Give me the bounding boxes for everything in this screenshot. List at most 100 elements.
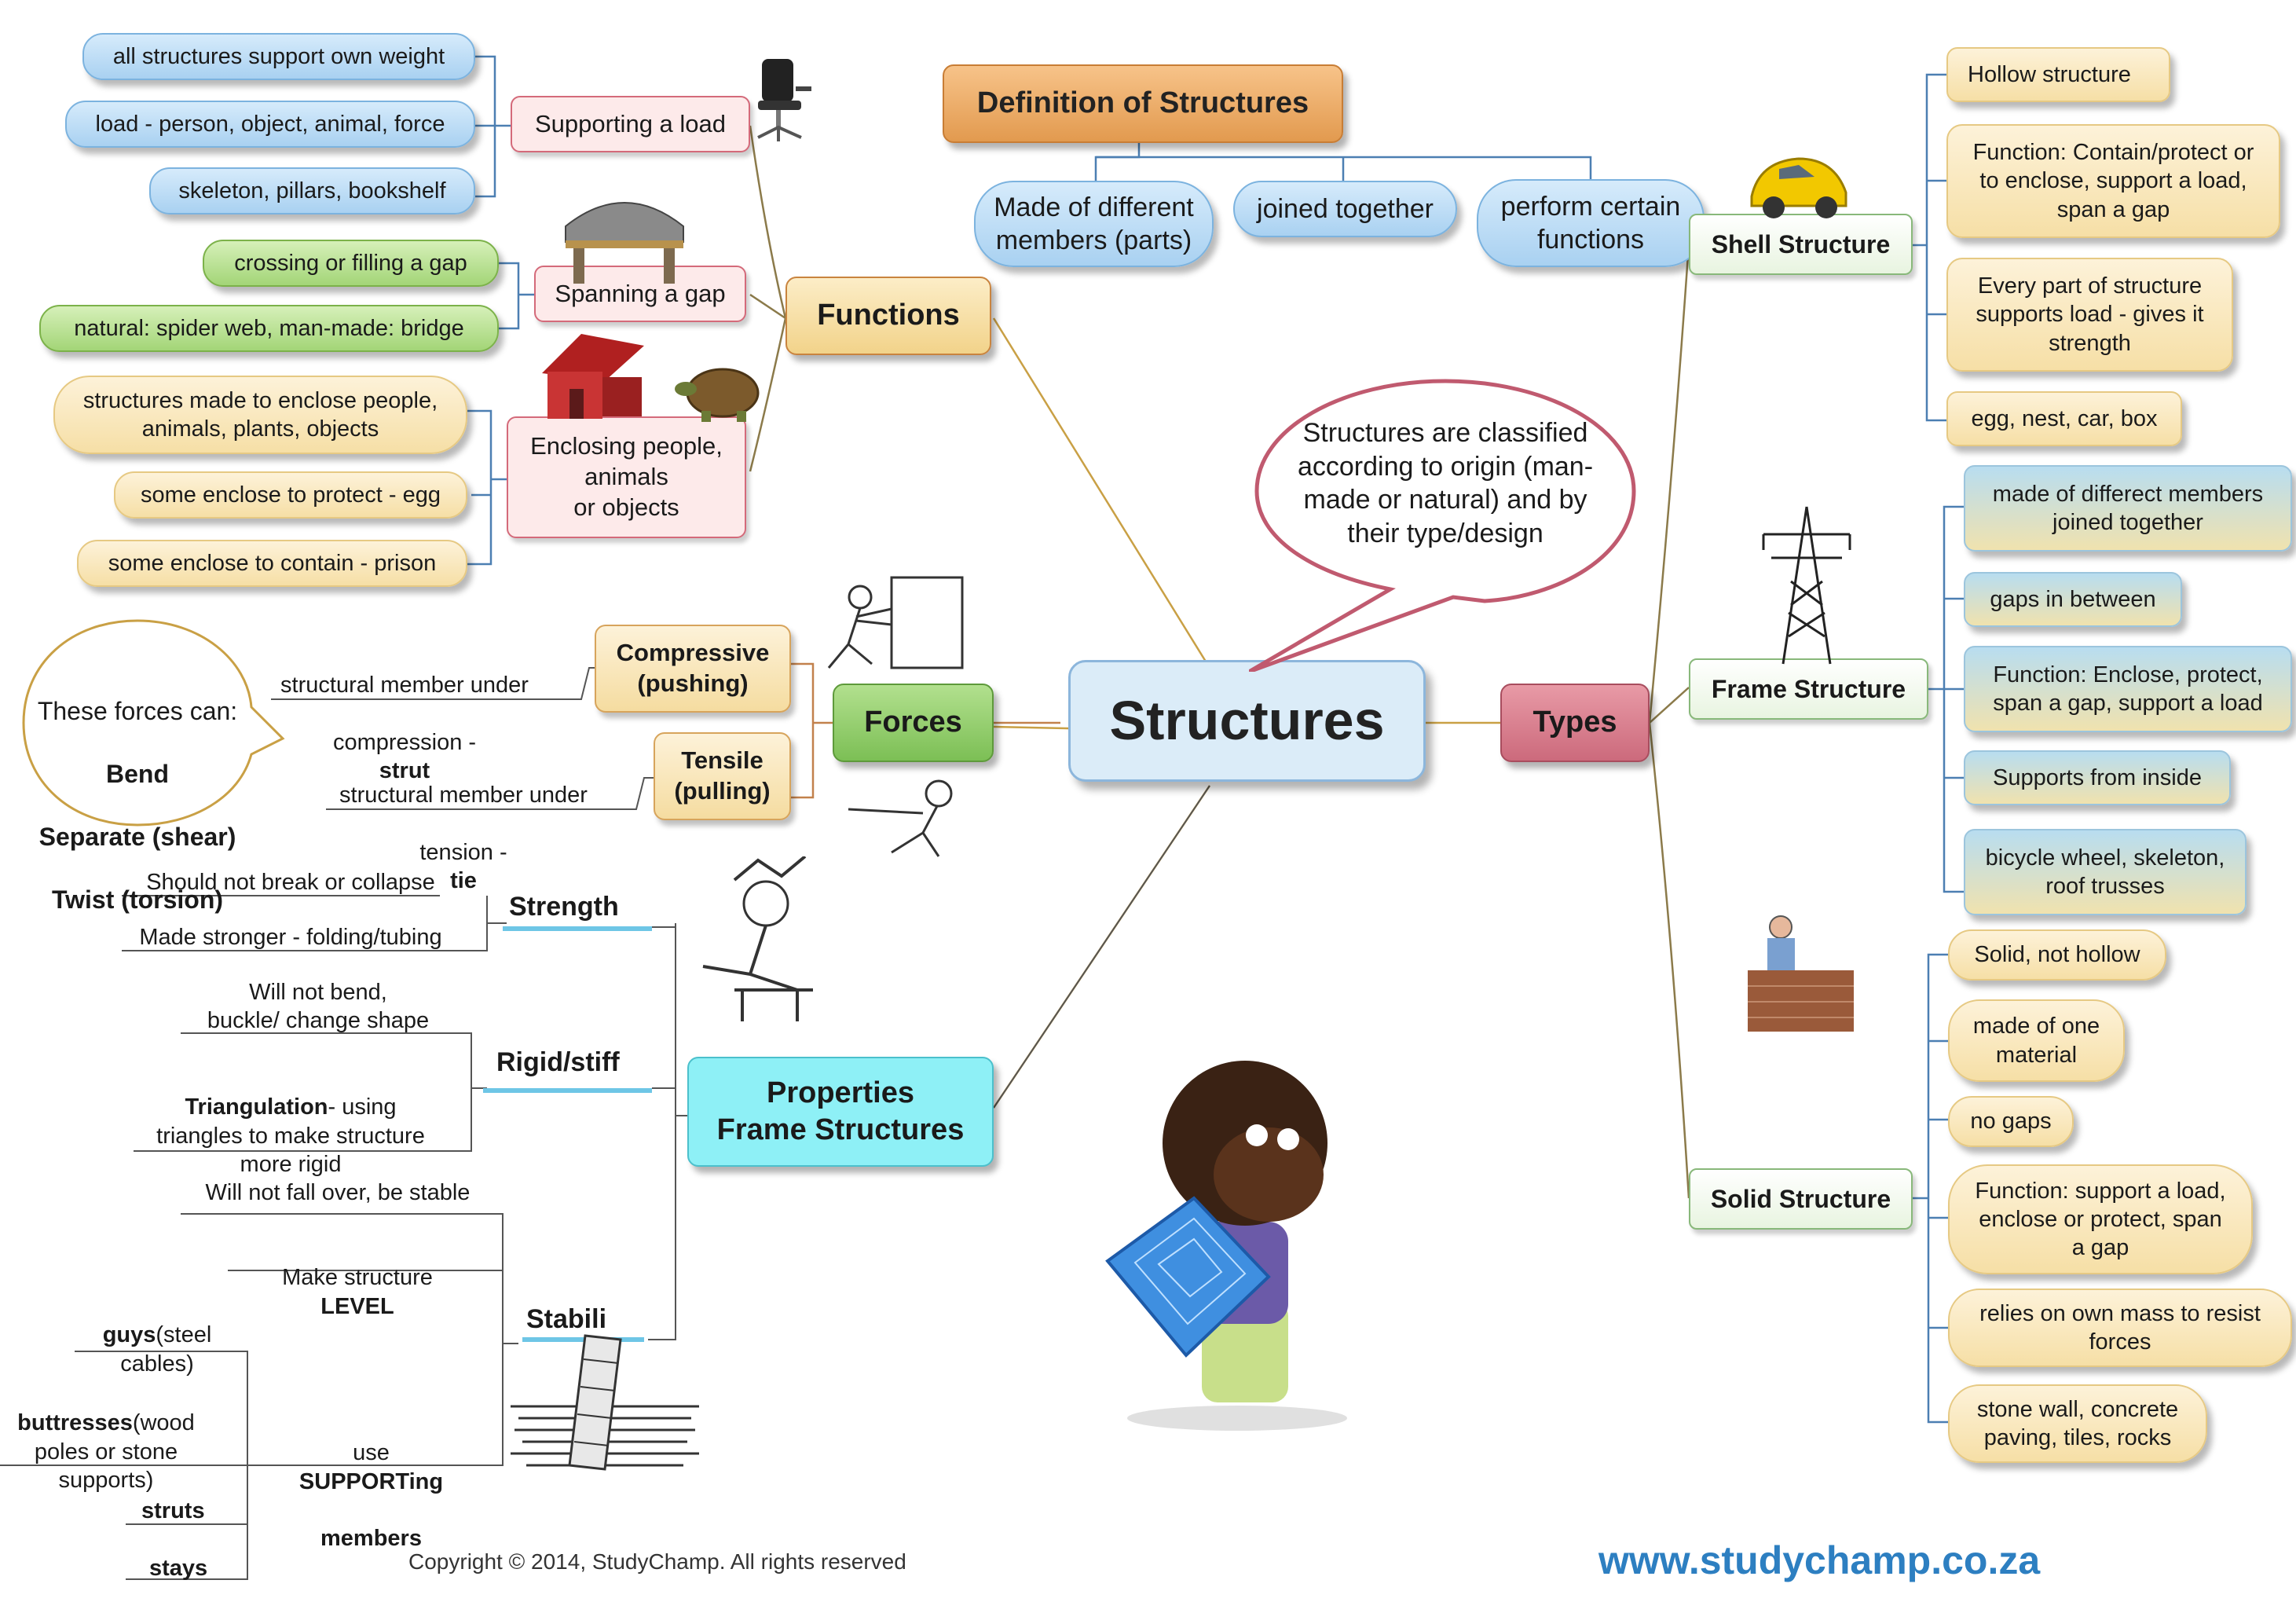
- definition-item-joined[interactable]: joined together: [1233, 181, 1457, 237]
- enclosing-item-1[interactable]: structures made to enclose people, anima…: [53, 376, 467, 454]
- guys-text: (steel cables): [120, 1322, 212, 1377]
- guys-item: guys(steel cables): [63, 1292, 251, 1378]
- website-link[interactable]: www.studychamp.co.za: [1598, 1538, 2041, 1582]
- frame-item-label: bicycle wheel, skeleton, roof trusses: [1985, 845, 2225, 899]
- tie-term: tie: [450, 868, 477, 893]
- supporting-load-node[interactable]: Supporting a load: [511, 96, 750, 152]
- supporting-text: use: [353, 1440, 390, 1466]
- shell-item-2[interactable]: Function: Contain/protect or to enclose,…: [1946, 124, 2280, 238]
- solid-item-5[interactable]: relies on own mass to resist forces: [1948, 1289, 2292, 1367]
- broken-chair-icon: [702, 856, 813, 1021]
- enclosing-item-3[interactable]: some enclose to contain - prison: [77, 540, 467, 587]
- solid-structure-node[interactable]: Solid Structure: [1689, 1168, 1913, 1230]
- solid-structure-label: Solid Structure: [1710, 1185, 1891, 1213]
- buttresses-term: buttresses: [17, 1410, 133, 1436]
- spanning-gap-label: Spanning a gap: [555, 279, 726, 307]
- shell-item-1[interactable]: Hollow structure: [1946, 47, 2170, 102]
- forces-label: Forces: [864, 706, 962, 739]
- enclosing-node[interactable]: Enclosing people, animals or objects: [507, 416, 746, 538]
- frame-item-5[interactable]: bicycle wheel, skeleton, roof trusses: [1964, 829, 2247, 915]
- supporting-item-label: skeleton, pillars, bookshelf: [178, 178, 446, 203]
- boy-with-blueprint-icon: [1105, 1061, 1347, 1431]
- shell-item-label: Hollow structure: [1968, 61, 2131, 87]
- supporting-item-3[interactable]: skeleton, pillars, bookshelf: [149, 167, 475, 214]
- forces-effects: These forces can: Bend Separate (shear) …: [24, 664, 251, 915]
- pushing-figure-icon: [827, 576, 964, 669]
- central-topic-label: Structures: [1109, 689, 1385, 751]
- tensile-node[interactable]: Tensile (pulling): [654, 732, 791, 820]
- frame-item-2[interactable]: gaps in between: [1964, 572, 2182, 627]
- shell-item-label: egg, nest, car, box: [1971, 405, 2158, 431]
- functions-label: Functions: [817, 299, 960, 332]
- solid-item-3[interactable]: no gaps: [1948, 1096, 2074, 1147]
- spanning-item-1[interactable]: crossing or filling a gap: [203, 240, 499, 287]
- definition-item-label: perform certain functions: [1500, 191, 1681, 255]
- frame-structure-node[interactable]: Frame Structure: [1689, 658, 1928, 720]
- properties-label: Properties Frame Structures: [716, 1076, 965, 1147]
- functions-node[interactable]: Functions: [785, 277, 991, 355]
- shell-structure-node[interactable]: Shell Structure: [1689, 214, 1913, 275]
- brick-wall-builder-icon: [1748, 915, 1854, 1032]
- frame-item-3[interactable]: Function: Enclose, protect, span a gap, …: [1964, 646, 2292, 732]
- frame-item-label: made of differect members joined togethe…: [1992, 481, 2264, 535]
- supporting-item-2[interactable]: load - person, object, animal, force: [65, 101, 475, 148]
- strength-label[interactable]: Strength: [509, 892, 619, 922]
- forces-effects-line: Bend: [106, 760, 169, 788]
- triangulation-term: Triangulation: [185, 1094, 328, 1120]
- types-node[interactable]: Types: [1500, 684, 1650, 762]
- guys-term: guys: [102, 1322, 156, 1348]
- definition-item-label: joined together: [1257, 193, 1434, 224]
- properties-node[interactable]: Properties Frame Structures: [687, 1057, 994, 1167]
- tensile-note-line: structural member under: [339, 783, 588, 808]
- solid-item-2[interactable]: made of one material: [1948, 999, 2125, 1082]
- supporting-item-1[interactable]: all structures support own weight: [82, 33, 475, 80]
- strut-term: strut: [379, 758, 430, 783]
- speech-bubble: [1249, 379, 1636, 672]
- stability-item-1: Will not fall over, be stable: [205, 1180, 471, 1205]
- definition-label: Definition of Structures: [976, 86, 1309, 120]
- leaning-tower-icon: [511, 1334, 699, 1471]
- definition-node[interactable]: Definition of Structures: [943, 64, 1343, 143]
- buttresses-text: (wood poles or stone supports): [34, 1410, 195, 1493]
- frame-item-4[interactable]: Supports from inside: [1964, 750, 2231, 805]
- tortoise-icon: [675, 368, 760, 422]
- forces-bubble: [22, 619, 285, 827]
- shell-item-label: Function: Contain/protect or to enclose,…: [1972, 140, 2254, 222]
- forces-effects-line: These forces can:: [37, 697, 238, 725]
- solid-item-6[interactable]: stone wall, concrete paving, tiles, rock…: [1948, 1384, 2207, 1463]
- enclosing-item-2[interactable]: some enclose to protect - egg: [114, 471, 467, 519]
- solid-item-4[interactable]: Function: support a load, enclose or pro…: [1948, 1164, 2253, 1274]
- supporting-term: SUPPORTing: [298, 1468, 444, 1494]
- solid-item-1[interactable]: Solid, not hollow: [1948, 929, 2166, 981]
- definition-item-functions[interactable]: perform certain functions: [1477, 179, 1705, 267]
- frame-item-1[interactable]: made of differect members joined togethe…: [1964, 465, 2292, 552]
- stability-item-2: Make structure LEVEL: [228, 1235, 487, 1321]
- shell-structure-label: Shell Structure: [1711, 230, 1891, 258]
- stability-label[interactable]: Stabili: [526, 1304, 607, 1334]
- buttresses-item: buttresses(wood poles or stone supports): [0, 1380, 212, 1494]
- house-icon: [542, 334, 644, 419]
- strength-item-1: Should not break or collapse: [146, 870, 435, 895]
- classification-note: Structures are classified according to o…: [1297, 418, 1594, 548]
- spanning-item-2[interactable]: natural: spider web, man-made: bridge: [39, 305, 499, 352]
- shell-item-4[interactable]: egg, nest, car, box: [1946, 391, 2182, 446]
- frame-item-label: Function: Enclose, protect, span a gap, …: [1993, 662, 2263, 716]
- rigid-item-2: Triangulation- using triangles to make s…: [134, 1065, 448, 1179]
- bridge-icon: [565, 202, 684, 284]
- forces-node[interactable]: Forces: [833, 684, 994, 762]
- spanning-gap-node[interactable]: Spanning a gap: [534, 266, 746, 322]
- supporting-item-label: load - person, object, animal, force: [95, 111, 445, 137]
- enclosing-label: Enclosing people, animals or objects: [530, 432, 723, 521]
- forces-effects-line: Separate (shear): [38, 823, 236, 851]
- shell-item-3[interactable]: Every part of structure supports load - …: [1946, 258, 2233, 372]
- rigid-item-1: Will not bend, buckle/ change shape: [207, 980, 430, 1034]
- compressive-node[interactable]: Compressive (pushing): [595, 625, 791, 713]
- compressive-note: structural member under compression - st…: [271, 643, 538, 785]
- definition-item-members[interactable]: Made of different members (parts): [974, 181, 1214, 267]
- enclosing-item-label: some enclose to protect - egg: [140, 482, 441, 508]
- compressive-label: Compressive (pushing): [616, 639, 770, 697]
- car-icon: [1750, 157, 1847, 218]
- central-topic[interactable]: Structures: [1068, 660, 1426, 782]
- enclosing-item-label: some enclose to contain - prison: [108, 550, 437, 576]
- rigid-label[interactable]: Rigid/stiff: [496, 1047, 620, 1077]
